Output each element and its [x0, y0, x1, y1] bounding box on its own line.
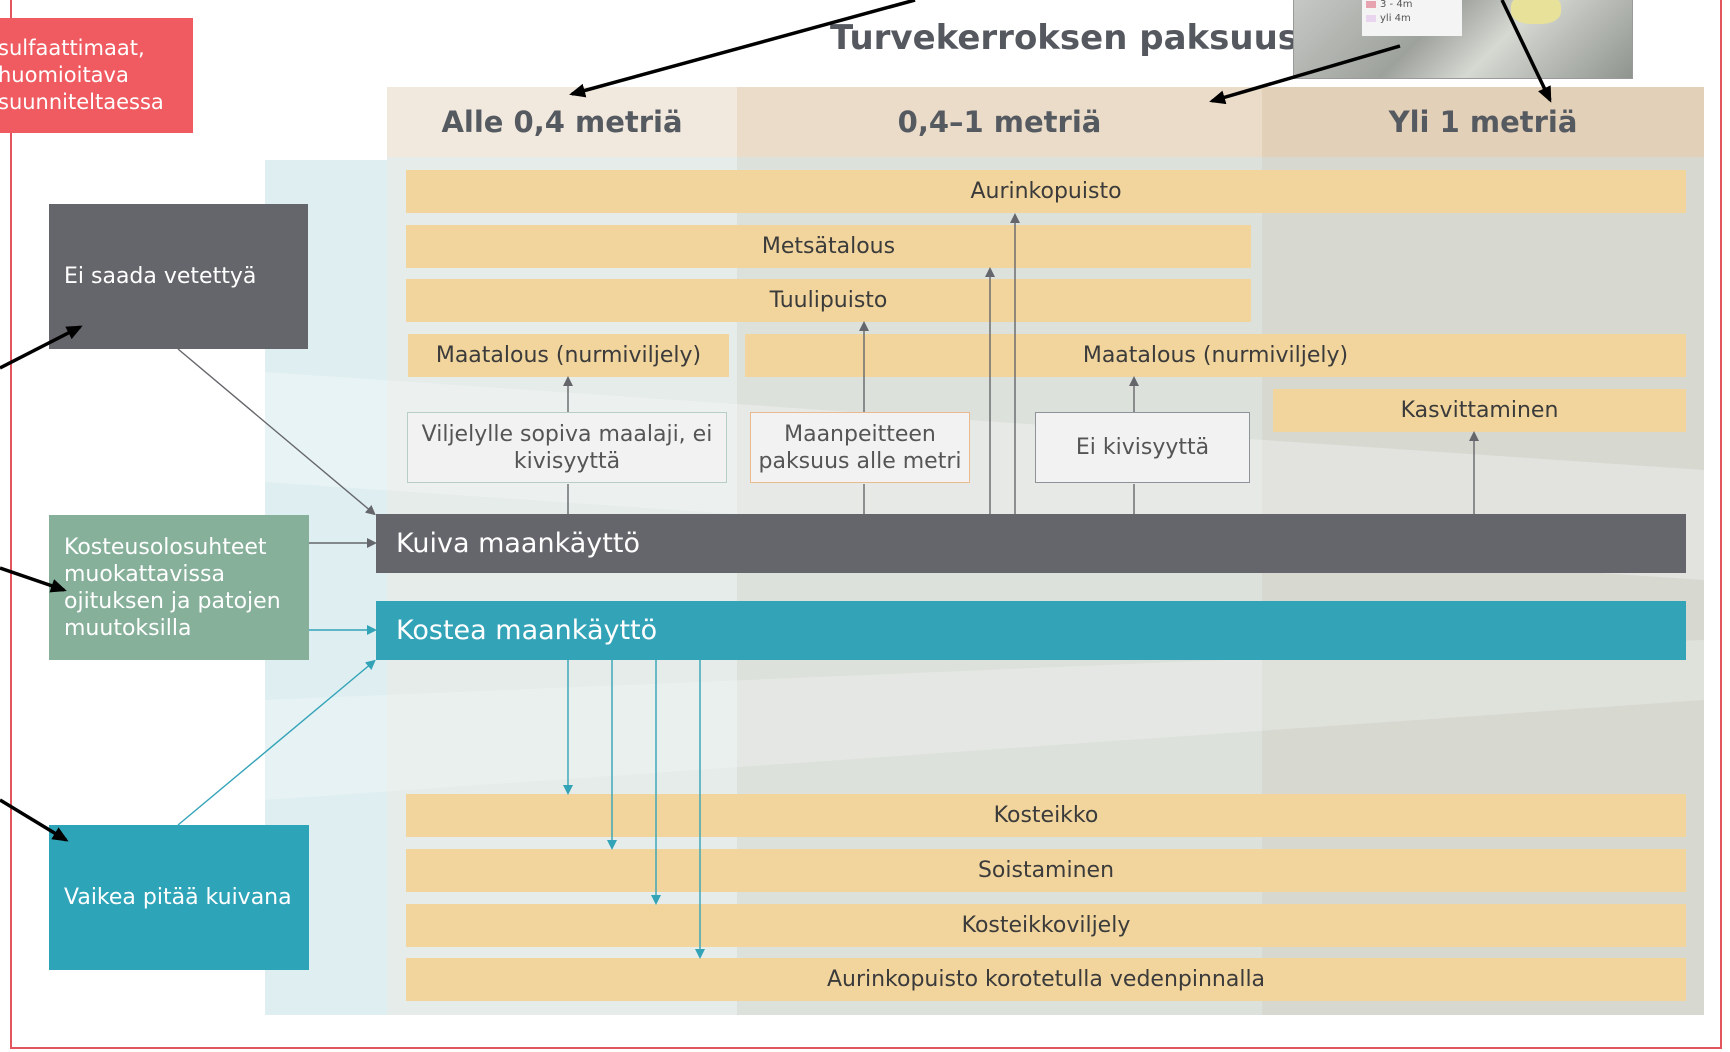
condition-maanpeite: Maanpeitteen paksuus alle metri: [750, 412, 970, 483]
side-box-kosteusolosuhteet: Kosteusolosuhteet muokattavissa ojitukse…: [49, 515, 309, 660]
bar-kosteikkoviljely: Kosteikkoviljely: [406, 904, 1686, 947]
annotation-arrow-thick: [1500, 0, 1552, 103]
diagram-title: Turvekerroksen paksuus: [830, 18, 1299, 58]
bar-aurinkopuisto-korotettu: Aurinkopuisto korotetulla vedenpinnalla: [406, 958, 1686, 1001]
warning-line: huomioitava: [0, 63, 129, 87]
bar-aurinkopuisto: Aurinkopuisto: [406, 170, 1686, 213]
bar-kasvittaminen: Kasvittaminen: [1273, 389, 1686, 432]
side-box-ei-vetetty: Ei saada vetettyä: [49, 204, 308, 349]
bar-metsatalous: Metsätalous: [406, 225, 1251, 268]
annotation-arrow-medium: [1209, 44, 1401, 105]
column-header-thin: Alle 0,4 metriä: [387, 87, 737, 157]
annotation-arrow-dark: [0, 325, 83, 370]
column-header-thick: Yli 1 metriä: [1262, 87, 1704, 157]
bar-soistaminen: Soistaminen: [406, 849, 1686, 892]
annotation-arrow-green: [0, 566, 67, 593]
map-legend: 3 - 4m yli 4m: [1362, 0, 1462, 36]
annotation-arrow-blue: [0, 798, 69, 842]
condition-maalaji: Viljelylle sopiva maalaji, ei kivisyyttä: [407, 412, 727, 483]
bar-tuulipuisto: Tuulipuisto: [406, 279, 1251, 322]
bar-maatalous-thin: Maatalous (nurmiviljely): [408, 334, 729, 377]
map-thumbnail: 3 - 4m yli 4m: [1293, 0, 1633, 79]
arrow-blue-to-wet: [177, 659, 376, 826]
bar-kosteikko: Kosteikko: [406, 794, 1686, 837]
warning-line: suunniteltaessa: [0, 90, 164, 114]
dry-land-use-band: Kuiva maankäyttö: [376, 514, 1686, 573]
bar-maatalous-thick: Maatalous (nurmiviljely): [745, 334, 1686, 377]
side-box-vaikea-kuivana: Vaikea pitää kuivana: [49, 825, 309, 970]
outer-frame: [10, 0, 1722, 1049]
map-legend-item: yli 4m: [1380, 13, 1411, 24]
condition-kivisyys: Ei kivisyyttä: [1035, 412, 1250, 483]
warning-box: sulfaattimaat, huomioitava suunniteltaes…: [0, 18, 193, 133]
warning-line: sulfaattimaat,: [0, 36, 145, 60]
wet-land-use-band: Kostea maankäyttö: [376, 601, 1686, 660]
arrow-dark-to-dry: [177, 348, 376, 516]
annotation-arrow-thin: [569, 0, 916, 98]
map-legend-item: 3 - 4m: [1380, 0, 1413, 10]
column-header-medium: 0,4–1 metriä: [737, 87, 1262, 157]
map-highlight: [1511, 0, 1561, 24]
